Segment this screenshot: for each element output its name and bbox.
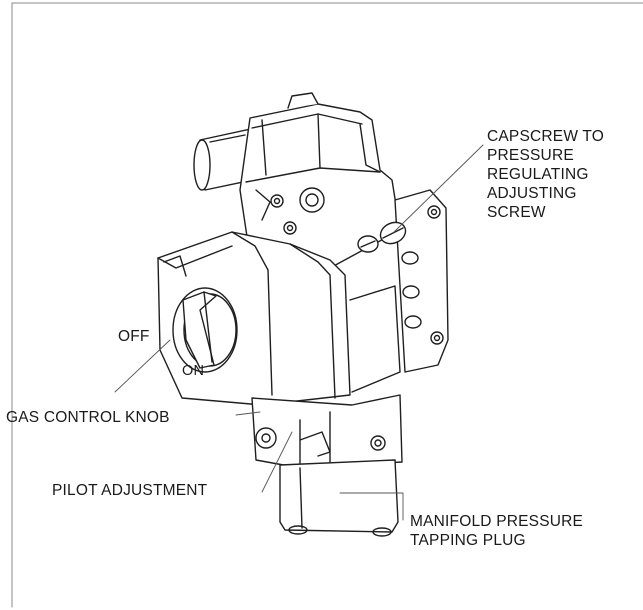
capscrew-label-line-2: PRESSURE [487,147,574,164]
on-label: ON [182,363,205,379]
lower-body [251,394,403,469]
capscrew-label-line-5: SCREW [487,204,546,221]
gas-control-knob-label: GAS CONTROL KNOB [6,409,170,426]
regulator-screws [255,187,325,235]
page-border [11,2,643,608]
gas-control-knob [172,287,238,373]
pilot-adjustment-label: PILOT ADJUSTMENT [52,482,208,499]
capscrew-label: CAPSCREW TO PRESSURE REGULATING ADJUSTIN… [487,127,604,222]
manifold-label-line-2: TAPPING PLUG [410,532,526,549]
capscrew-label-line-1: CAPSCREW TO [487,128,605,145]
off-label: OFF [118,328,150,345]
capscrew-label-line-3: REGULATING [487,166,589,183]
rear-flange [394,189,449,373]
manifold-label: MANIFOLD PRESSURE TAPPING PLUG [410,512,583,550]
capscrew-label-line-4: ADJUSTING [487,185,577,202]
leader-lines [114,144,484,521]
bottom-block [279,459,399,537]
capscrew [357,221,407,253]
manifold-label-line-1: MANIFOLD PRESSURE [410,513,584,530]
